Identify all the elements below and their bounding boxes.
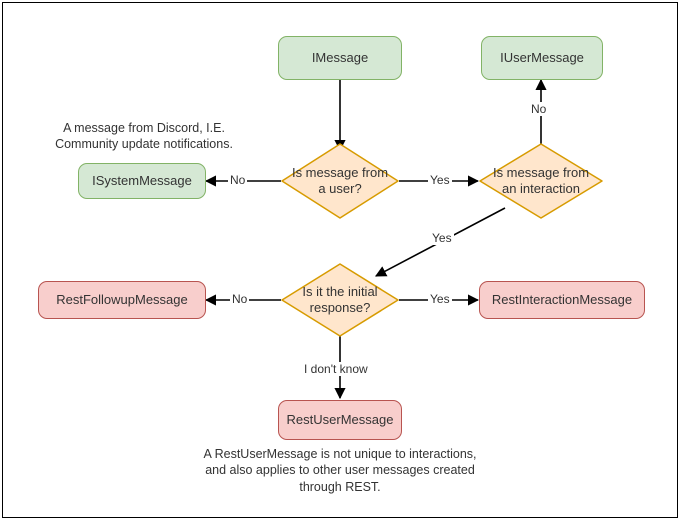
node-restusermessage-label: RestUserMessage (286, 411, 394, 427)
node-imessage-label: IMessage (311, 49, 369, 65)
edge-label-no-to-restfollowupmessage: No (230, 292, 250, 306)
node-is-message-from-a-user[interactable]: Is message from a user? (281, 143, 399, 219)
edge-label-yes-to-interaction-question: Yes (428, 173, 452, 187)
node-iusermessage[interactable]: IUserMessage (481, 36, 603, 80)
diamond-shape (281, 263, 399, 337)
annotation-line-1: A RestUserMessage is not unique to inter… (203, 447, 477, 461)
edge-label-idk-to-restusermessage: I don't know (302, 362, 370, 376)
edge-label-yes-to-initial-question: Yes (430, 231, 454, 245)
annotation-restusermessage-note: A RestUserMessage is not unique to inter… (175, 446, 505, 495)
edge-label-yes-to-restinteractionmessage: Yes (428, 292, 452, 306)
annotation-line-1: A message from Discord, I.E. (63, 121, 225, 135)
node-restusermessage[interactable]: RestUserMessage (278, 400, 402, 440)
node-restinteractionmessage[interactable]: RestInteractionMessage (479, 281, 645, 319)
edge-label-no-to-iusermessage: No (529, 102, 549, 116)
canvas-border (2, 2, 678, 518)
node-restinteractionmessage-label: RestInteractionMessage (491, 291, 633, 307)
diamond-shape (281, 143, 399, 219)
node-isystemmessage[interactable]: ISystemMessage (78, 163, 206, 199)
annotation-isystemmessage-note: A message from Discord, I.E. Community u… (46, 120, 242, 153)
annotation-line-2: and also applies to other user messages … (205, 463, 475, 478)
node-is-message-from-an-interaction[interactable]: Is message from an interaction (479, 143, 603, 219)
edge-label-no-to-isystemmessage: No (228, 173, 248, 187)
annotation-line-3: through REST. (299, 479, 381, 494)
node-restfollowupmessage[interactable]: RestFollowupMessage (38, 281, 206, 319)
node-isystemmessage-label: ISystemMessage (92, 172, 192, 188)
node-imessage[interactable]: IMessage (278, 36, 402, 80)
node-restfollowupmessage-label: RestFollowupMessage (56, 291, 188, 307)
annotation-line-2: Community update notifications. (55, 137, 233, 152)
node-is-it-the-initial-response[interactable]: Is it the initial response? (281, 263, 399, 337)
diamond-shape (479, 143, 603, 219)
node-iusermessage-label: IUserMessage (500, 49, 584, 65)
